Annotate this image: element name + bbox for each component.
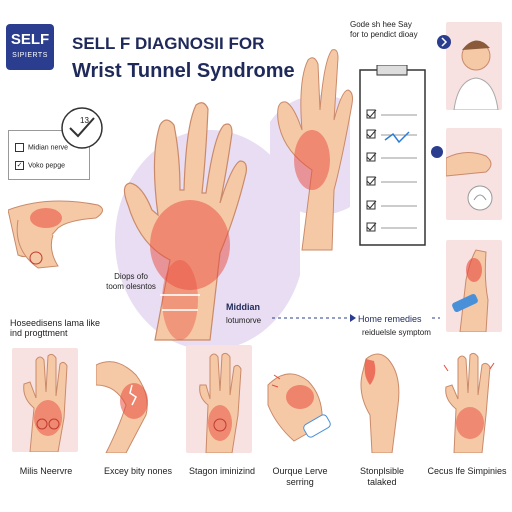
caption-line: Milis Neervre — [19, 466, 73, 476]
caption-line: Hoseedisens lama like — [10, 318, 101, 328]
open-hand-icon — [443, 352, 495, 454]
caption-2: Excey bity nones — [92, 466, 184, 477]
tile-6 — [436, 345, 504, 454]
caption-4: Ourque Lerve serring — [262, 466, 338, 488]
badge-subtitle: SIPIERTS — [12, 52, 48, 59]
brand-badge: SELF SIPIERTS — [6, 24, 54, 70]
caption-line: Gode sh hee Say — [350, 20, 412, 29]
median-nerve-label: Middian — [226, 302, 260, 312]
wrist-brace-icon — [452, 249, 489, 333]
page-title-line1: SELL F DIAGNOSII FOR — [72, 34, 265, 53]
median-nerve-sublabel: lotumorve — [226, 316, 262, 325]
clipboard-checklist-icon — [359, 65, 426, 246]
label-line: Diops ofo — [114, 272, 148, 281]
checklist-item-2: ✓ Voko pepge — [15, 161, 65, 170]
checkbox-icon — [15, 143, 24, 152]
examination-tile — [445, 128, 502, 220]
caption-line: Ourque Lerve — [272, 466, 328, 476]
examining-hands-icon — [445, 152, 493, 211]
caption-line: ind progttment — [10, 328, 68, 338]
bent-wrist-icon — [95, 361, 148, 454]
connector-dot-icon — [431, 146, 443, 158]
caption-1: Milis Neervre — [8, 466, 84, 477]
top-right-caption: Gode sh hee Say for to pendict dioay — [350, 20, 418, 40]
fist-stretch-icon — [360, 353, 400, 454]
person-tile — [446, 22, 502, 111]
caption-line: Stagon iminizind — [188, 466, 256, 476]
checkmark-icon: ✓ — [15, 161, 24, 170]
tile-2 — [95, 345, 176, 454]
large-hand-icon — [123, 102, 247, 341]
tile-4 — [264, 345, 334, 453]
checklist-item-1: Midian nerve — [15, 143, 68, 152]
caption-line: Stonplsible — [359, 466, 405, 476]
label-line: toom olesntos — [106, 282, 156, 291]
checklist-item-label: Midian nerve — [28, 144, 69, 152]
tile-5 — [348, 345, 414, 454]
home-remedies-subtitle: reiduelsle symptom — [362, 328, 431, 337]
wrist-brace-tile — [446, 240, 502, 333]
center-left-label: Diops ofo toom olesntos — [96, 272, 166, 292]
page-title-line2: Wrist Tunnel Syndrome — [72, 60, 295, 82]
caption-6: Cecus lfe Simpinies — [424, 466, 510, 477]
hand-nerve-icon — [23, 353, 68, 453]
checklist-item-label: Voko pepge — [28, 162, 65, 170]
left-mid-caption: Hoseedisens lama like ind progttment — [10, 318, 100, 338]
caption-line: for to pendict dioay — [350, 30, 418, 39]
caption-line: talaked — [367, 477, 397, 487]
person-portrait-icon — [453, 40, 499, 111]
bubble-number: 13 — [80, 116, 89, 125]
badge-title: SELF — [10, 31, 50, 48]
caption-5: Stonplsible talaked — [344, 466, 420, 488]
caption-line: Excey bity nones — [103, 466, 173, 476]
caption-line: serring — [286, 477, 314, 487]
caption-3: Stagon iminizind — [184, 466, 260, 477]
speech-check-bubble-icon — [61, 107, 103, 149]
tile-1 — [12, 348, 78, 453]
wrist-wrap-icon — [267, 373, 331, 442]
caption-line: Cecus lfe Simpinies — [427, 466, 507, 476]
hand-pressing-icon — [8, 200, 103, 269]
chevron-right-icon — [437, 35, 451, 49]
tile-3 — [186, 345, 252, 454]
palm-icon — [199, 352, 242, 454]
home-remedies-title: Home remedies — [358, 314, 422, 324]
dashed-arrow-divider — [272, 314, 440, 322]
raised-hand-icon — [277, 49, 353, 251]
